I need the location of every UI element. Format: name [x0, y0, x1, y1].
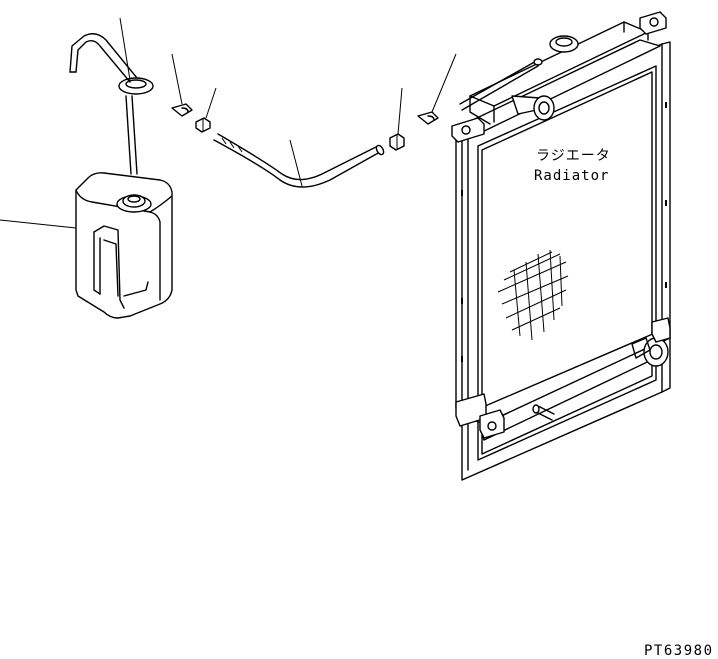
reserve-tank	[75, 172, 173, 319]
radiator-label-en: Radiator	[534, 168, 609, 184]
radiator-label-jp: ラジエータ	[536, 148, 611, 164]
nut-left	[195, 117, 211, 133]
figure-code: PT63980	[644, 643, 714, 659]
nut-right	[389, 133, 405, 151]
clamp-left	[171, 103, 193, 117]
radiator	[451, 11, 671, 481]
overflow-hose	[213, 133, 385, 188]
tank-tube	[69, 33, 154, 175]
clamp-right	[417, 111, 439, 125]
leader-lines	[0, 17, 457, 229]
core-mesh	[497, 249, 569, 341]
